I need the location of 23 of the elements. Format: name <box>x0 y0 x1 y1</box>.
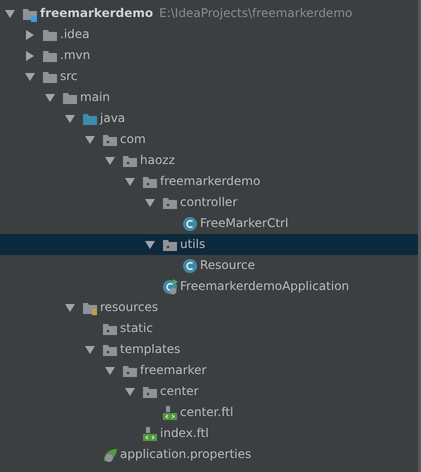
folder-name: haozz <box>140 153 175 168</box>
folder-name: freemarkerdemo <box>160 174 260 189</box>
folder-name: com <box>120 132 146 147</box>
file-name: application.properties <box>120 447 252 462</box>
file-name: Resource <box>200 258 256 273</box>
file-name: FreemarkerdemoApplication <box>180 279 350 294</box>
folder-name: .mvn <box>60 48 90 63</box>
file-name: index.ftl <box>160 426 209 441</box>
folder-name: static <box>120 321 153 336</box>
folder-name: java <box>100 111 126 126</box>
folder-name: freemarkerdemo <box>40 6 154 21</box>
folder-name: controller <box>180 195 238 210</box>
file-name: FreeMarkerCtrl <box>200 216 288 231</box>
folder-name: resources <box>100 300 158 315</box>
folder-name: center <box>160 384 199 399</box>
project-path: E:\IdeaProjects\freemarkerdemo <box>159 6 352 21</box>
folder-name: src <box>60 69 78 84</box>
folder-name: freemarker <box>140 363 206 378</box>
folder-name: utils <box>180 237 206 252</box>
folder-name: templates <box>120 342 180 357</box>
folder-name: .idea <box>60 27 90 42</box>
file-name: center.ftl <box>180 405 234 420</box>
folder-name: main <box>80 90 110 105</box>
